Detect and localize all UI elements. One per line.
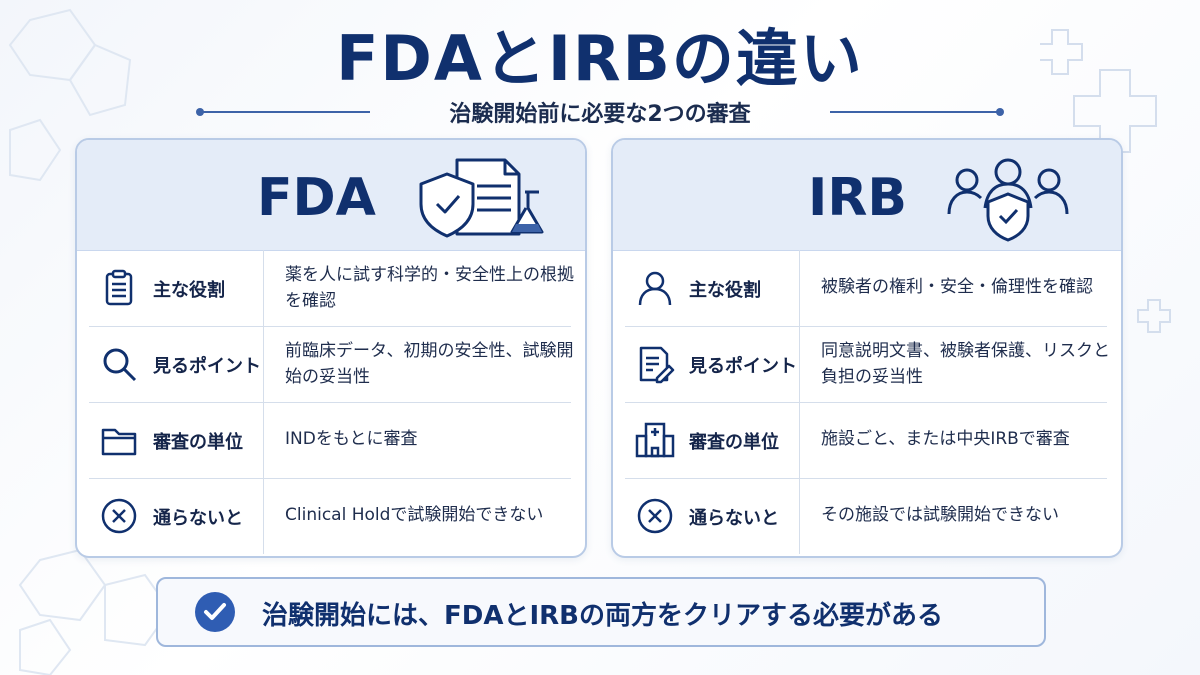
subtitle-divider-left (196, 108, 370, 116)
irb-points-label: 見るポイント (689, 356, 797, 377)
subtitle-row: 治験開始前に必要な2つの審査 (196, 94, 1004, 130)
fda-fail-label: 通らないと (153, 508, 243, 529)
magnifier-icon (103, 348, 137, 382)
hospital-icon (635, 422, 675, 458)
fda-row-role: 主な役割 薬を人に試す科学的・安全性上の根拠を確認 (89, 250, 574, 327)
irb-row-unit: 審査の単位 施設ごと、または中央IRBで審査 (625, 402, 1107, 479)
page-title: FDAとIRBの違い (336, 22, 864, 95)
irb-unit-value: 施設ごと、または中央IRBで審査 (821, 429, 1070, 449)
irb-unit-label: 審査の単位 (689, 432, 779, 453)
irb-role-label: 主な役割 (689, 280, 761, 301)
subtitle: 治験開始前に必要な2つの審査 (449, 102, 751, 127)
conclusion-text: 治験開始には、FDAとIRBの両方をクリアする必要がある (262, 601, 943, 631)
fda-row-points: 見るポイント 前臨床データ、初期の安全性、試験開始の妥当性 (89, 326, 574, 403)
clipboard-icon (105, 269, 133, 306)
irb-row-role: 主な役割 被験者の権利・安全・倫理性を確認 (625, 250, 1107, 327)
irb-fail-value: その施設では試験開始できない (821, 505, 1059, 525)
fda-role-label: 主な役割 (153, 280, 225, 301)
check-circle-icon (195, 592, 235, 632)
person-icon (638, 271, 672, 306)
folder-icon (101, 428, 137, 456)
irb-points-value: 同意説明文書、被験者保護、リスクと負担の妥当性 (821, 341, 1110, 387)
fda-row-fail: 通らないと Clinical Holdで試験開始できない (89, 478, 571, 554)
cross-circle-icon (637, 498, 673, 534)
fda-heading: FDA (257, 168, 376, 228)
fda-card: FDA 主な役割 薬を人に試す科学的・安全性上の (75, 138, 587, 558)
cross-circle-icon (101, 498, 137, 534)
fda-unit-value: INDをもとに審査 (285, 429, 418, 449)
fda-role-value: 薬を人に試す科学的・安全性上の根拠を確認 (285, 265, 574, 311)
fda-points-value: 前臨床データ、初期の安全性、試験開始の妥当性 (285, 341, 574, 387)
irb-fail-label: 通らないと (689, 508, 779, 529)
conclusion-banner: 治験開始には、FDAとIRBの両方をクリアする必要がある (156, 577, 1046, 647)
fda-row-unit: 審査の単位 INDをもとに審査 (89, 402, 571, 479)
irb-row-points: 見るポイント 同意説明文書、被験者保護、リスクと負担の妥当性 (625, 326, 1110, 403)
document-pen-icon (639, 346, 675, 384)
fda-unit-label: 審査の単位 (153, 432, 243, 453)
irb-row-fail: 通らないと その施設では試験開始できない (625, 478, 1107, 554)
fda-fail-value: Clinical Holdで試験開始できない (285, 505, 544, 525)
irb-card: IRB 主な役割 被験者の権利・安全・倫理性を確認 (611, 138, 1123, 558)
shield-document-flask-icon (419, 158, 544, 238)
people-shield-icon (947, 158, 1069, 242)
fda-card-header: FDA (77, 140, 585, 251)
fda-points-label: 見るポイント (153, 356, 261, 377)
irb-card-header: IRB (613, 140, 1121, 251)
irb-role-value: 被験者の権利・安全・倫理性を確認 (821, 277, 1093, 297)
subtitle-divider-right (830, 108, 1004, 116)
irb-heading: IRB (808, 168, 908, 228)
